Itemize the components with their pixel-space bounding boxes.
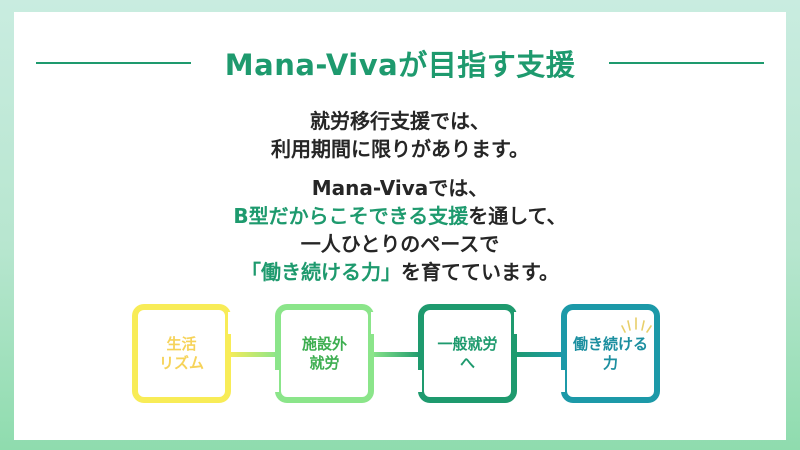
paragraph2-line2-rest: を通して、 [468,204,567,228]
step-box-work-ability: 働き続ける力 [561,304,660,403]
step-box-general-employment: 一般就労へ [418,304,517,403]
step3-line1: 一般就労 [437,334,498,353]
highlight-b-type-support: B型だからこそできる支援 [233,204,469,228]
connector-3-4 [514,352,564,357]
step2-line2: 就労 [309,353,340,372]
paragraph2-line2: B型だからこそできる支援を通して、 [14,200,786,229]
connector-2-3 [371,352,421,357]
paragraph2-line1: Mana-Vivaでは、 [311,176,489,200]
box3-right-gap [514,312,522,334]
title-rule-left [36,62,191,64]
box2-left-gap [271,370,279,392]
title-row: Mana-Vivaが目指す支援 [14,42,786,82]
step1-line2: リズム [158,353,204,372]
step4-line1: 働き続ける [572,334,648,353]
step4-line2: 力 [602,353,618,372]
paragraph2-line4: 「働き続ける力」を育てています。 [14,256,786,285]
connector-1-2 [228,352,278,357]
step2-line1: 施設外 [301,334,347,353]
box1-right-gap [228,312,236,334]
step1-line1: 生活 [166,334,197,353]
step3-line2: へ [459,353,475,372]
highlight-work-ability: 「働き続ける力」 [241,260,401,284]
paragraph2-line3: 一人ひとりのペースで [300,232,500,256]
slide-title: Mana-Vivaが目指す支援 [224,48,576,82]
step-box-rhythm: 生活リズム [132,304,231,403]
paragraph2-line4-rest: を育てています。 [401,260,559,284]
step-box-offsite-work: 施設外就労 [275,304,374,403]
title-rule-right [609,62,764,64]
box3-left-gap [414,370,422,392]
box4-left-gap [557,370,565,392]
sparkle-burst-icon [621,317,652,333]
box2-right-gap [371,312,379,334]
paragraph1-line2: 利用期間に限りがあります。 [271,137,529,161]
slide-card: Mana-Vivaが目指す支援 就労移行支援では、 利用期間に限りがあります。 … [14,12,786,440]
paragraph1-line1: 就労移行支援では、 [310,109,490,133]
step-flow: 生活リズム 施設外就労 一般就労へ 働き続ける力 [14,12,786,440]
